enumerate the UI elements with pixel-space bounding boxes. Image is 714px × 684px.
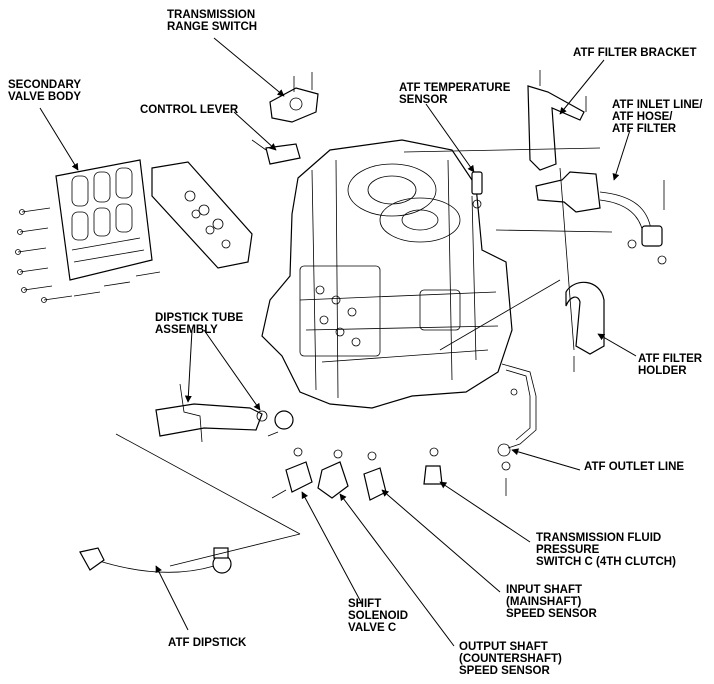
label-input-shaft-speed-sensor: INPUT SHAFT(MAINSHAFT)SPEED SENSOR: [506, 584, 597, 620]
valve-body-bolts: [15, 207, 161, 303]
label-control-lever: CONTROL LEVER: [140, 104, 239, 116]
atf-outlet-line: [497, 363, 537, 496]
label-output-shaft-speed-sensor: OUTPUT SHAFT(COUNTERSHAFT)SPEED SENSOR: [459, 641, 562, 677]
label-atf-inlet-line: ATF INLET LINE/ATF HOSE/ATF FILTER: [612, 99, 703, 135]
transmission-range-switch: [269, 72, 319, 123]
atf-inlet-line-hose-filter: [535, 171, 667, 265]
atf-dipstick: [79, 547, 232, 574]
transmission-case: [261, 139, 513, 409]
shift-solenoid-valve-c: [271, 447, 313, 499]
pressure-switch-c: [423, 447, 443, 485]
label-atf-filter-bracket: ATF FILTER BRACKET: [573, 47, 697, 59]
leader-lines: [39, 37, 637, 647]
assembly-reference-lines: [115, 147, 613, 567]
label-atf-outlet-line: ATF OUTLET LINE: [584, 461, 685, 473]
secondary-valve-body: [55, 159, 153, 281]
label-atf-dipstick: ATF DIPSTICK: [168, 637, 247, 649]
output-shaft-speed-sensor: [317, 449, 349, 499]
atf-temperature-sensor: [471, 171, 483, 209]
input-shaft-speed-sensor: [363, 451, 387, 501]
atf-filter-holder: [565, 281, 605, 372]
dipstick-tube-assembly: [155, 383, 294, 443]
control-lever: [251, 139, 301, 165]
atf-filter-bracket: [527, 70, 587, 171]
valve-body-gasket: [151, 161, 253, 269]
